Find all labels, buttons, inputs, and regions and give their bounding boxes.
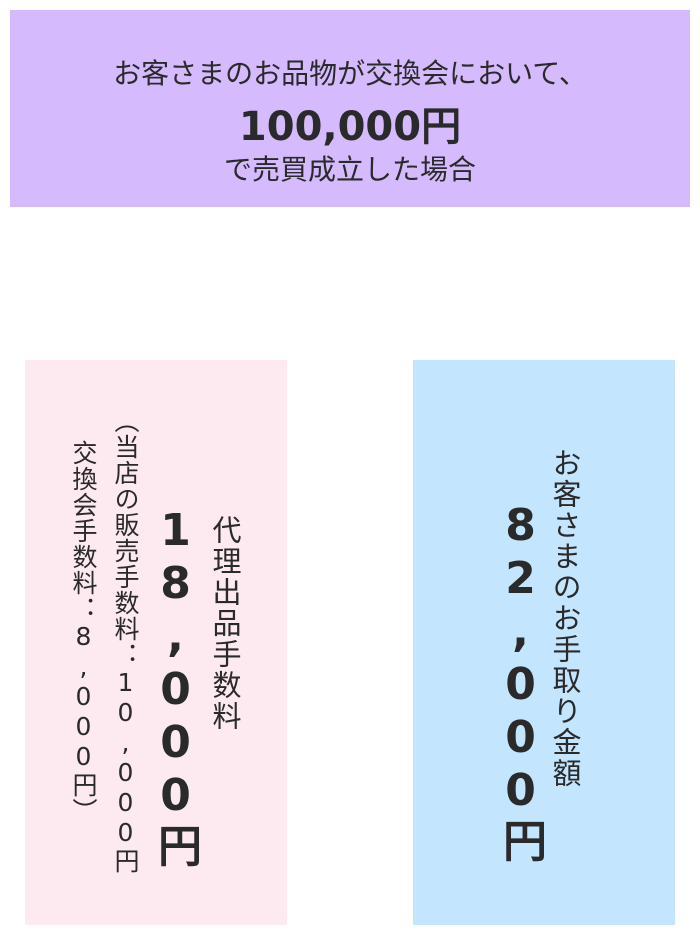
sale-summary-banner: お客さまのお品物が交換会において、 100,000円 で売買成立した場合: [10, 10, 690, 207]
sale-condition-suffix: で売買成立した場合: [223, 153, 476, 186]
payout-title: お客さまのお手取り金額: [548, 448, 582, 789]
sale-condition-text: お客さまのお品物が交換会において、: [113, 57, 587, 90]
payout-amount: 82,000円: [495, 500, 546, 864]
store-fee-detail: （当店の販売手数料：10,000円: [111, 408, 140, 874]
customer-payout-box: お客さまのお手取り金額 82,000円: [413, 360, 675, 925]
consignment-fee-box: 代理出品手数料 18,000円 （当店の販売手数料：10,000円 交換会手数料…: [25, 360, 287, 925]
fee-amount: 18,000円: [150, 505, 201, 869]
exchange-fee-detail: 交換会手数料：8,000円）: [69, 440, 98, 824]
fee-title: 代理出品手数料: [208, 515, 242, 732]
sale-amount: 100,000円: [238, 104, 462, 150]
